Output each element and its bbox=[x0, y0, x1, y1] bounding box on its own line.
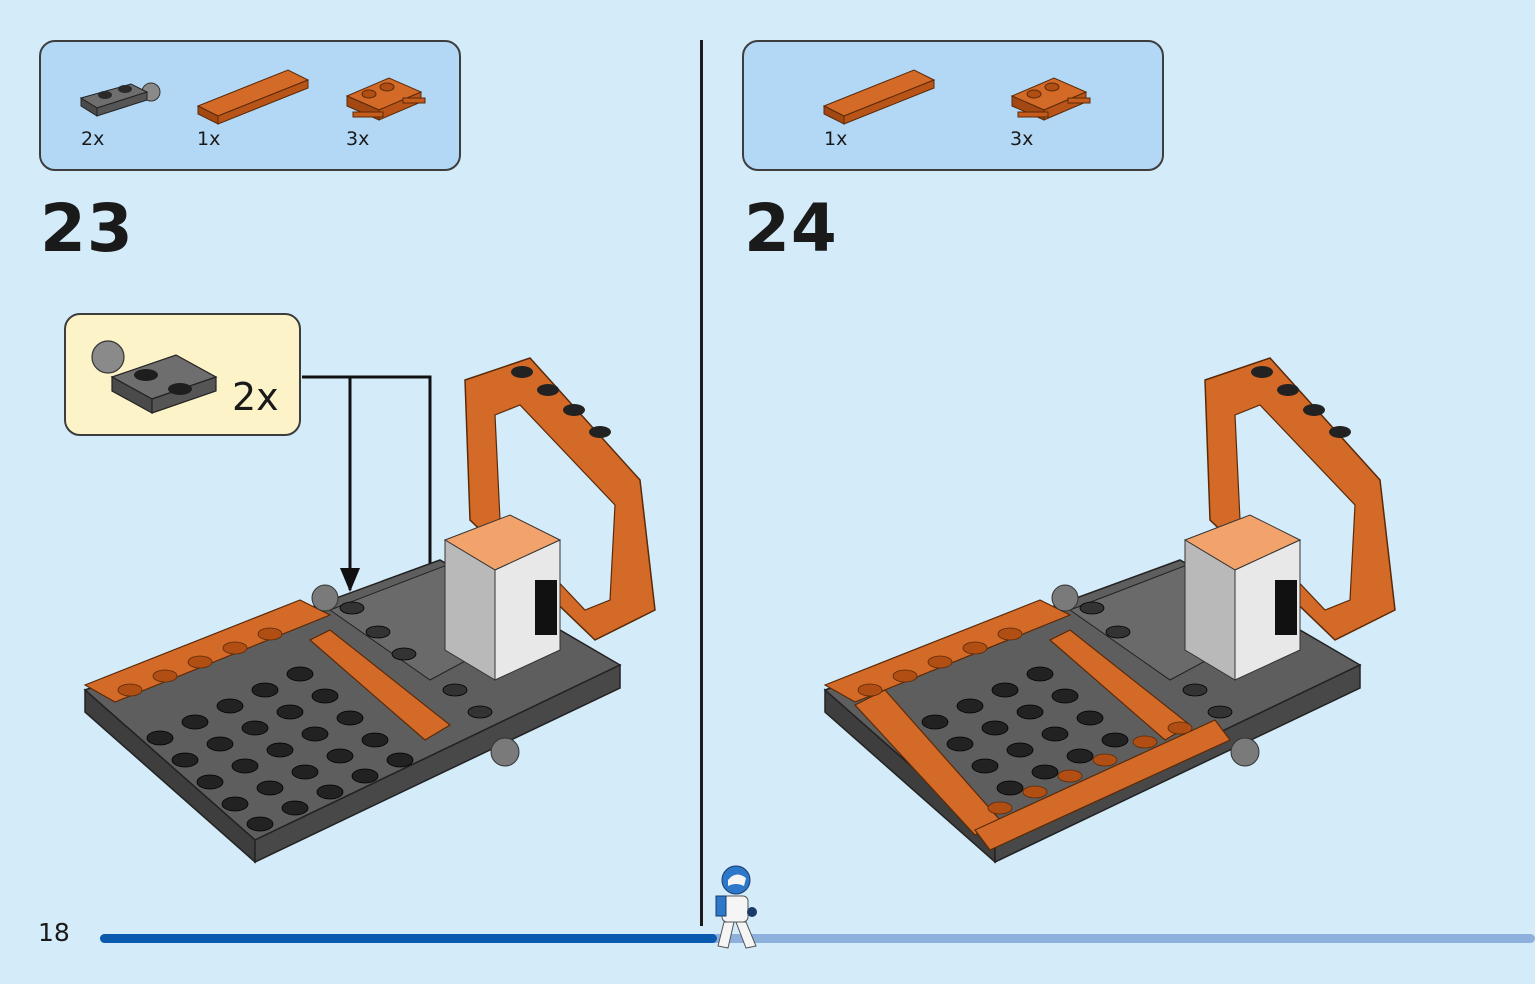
orange-tile-1x6-icon bbox=[822, 69, 936, 125]
orange-plate-with-bar-icon bbox=[345, 77, 426, 121]
orange-plate-with-bar-icon bbox=[1010, 77, 1091, 121]
step-24-model-illustration bbox=[823, 357, 1396, 864]
part-qty: 1x bbox=[197, 128, 221, 150]
part-qty: 1x bbox=[824, 128, 848, 150]
progress-track bbox=[100, 934, 1535, 943]
step-divider bbox=[700, 40, 703, 926]
step-number: 24 bbox=[744, 190, 838, 267]
step-23-model-illustration bbox=[83, 357, 656, 864]
step-number: 23 bbox=[40, 190, 134, 267]
parts-list-step-24: 1x 3x bbox=[742, 40, 1164, 171]
callout-qty: 2x bbox=[232, 375, 279, 419]
orange-tile-1x6-icon bbox=[196, 69, 310, 125]
part-qty: 3x bbox=[346, 128, 370, 150]
astronaut-progress-marker-icon bbox=[715, 865, 757, 949]
page-number: 18 bbox=[38, 918, 70, 947]
part-qty: 3x bbox=[1010, 128, 1034, 150]
parts-list-step-23: 2x 1x 3x bbox=[39, 40, 461, 171]
part-qty: 2x bbox=[81, 128, 105, 150]
dark-gray-plate-with-ball-icon bbox=[91, 340, 218, 415]
callout-box: 2x bbox=[64, 313, 301, 436]
dark-gray-plate-with-ball-icon bbox=[79, 82, 161, 117]
progress-fill bbox=[100, 934, 717, 943]
